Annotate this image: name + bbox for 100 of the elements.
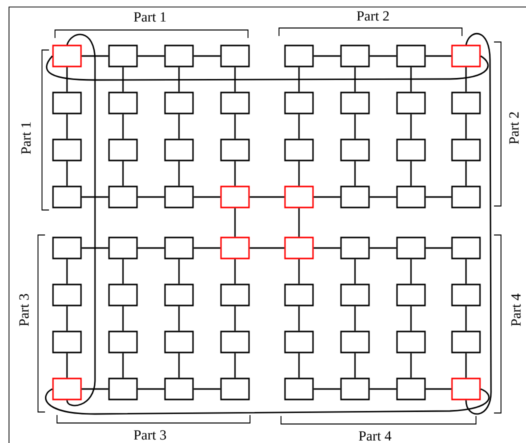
connector (410, 67, 412, 92)
connector (370, 247, 396, 249)
square-node (284, 236, 314, 260)
square-node (284, 44, 314, 68)
connector (234, 353, 236, 378)
square-node (52, 236, 82, 260)
connector (178, 306, 180, 331)
connector (354, 353, 356, 378)
square-node (220, 92, 250, 114)
square-node (284, 284, 314, 306)
connector (298, 67, 300, 92)
connector (465, 67, 467, 92)
square-node (52, 284, 82, 306)
square-node (220, 186, 250, 208)
square-node (396, 236, 426, 260)
connector (426, 55, 452, 57)
connector (82, 388, 108, 390)
square-node (340, 138, 370, 162)
connector (178, 259, 180, 284)
square-node (451, 92, 481, 114)
square-node (396, 284, 426, 306)
connector (194, 247, 220, 249)
square-node (52, 44, 82, 68)
connector (465, 114, 467, 139)
part-label: Part 2 (509, 112, 519, 144)
square-node (108, 186, 138, 208)
square-node (220, 378, 250, 400)
connector (465, 259, 467, 284)
connector (354, 306, 356, 331)
square-node (164, 138, 194, 162)
connector (234, 208, 236, 237)
connector (298, 306, 300, 331)
connector (194, 55, 220, 57)
connector (426, 196, 452, 198)
connector (298, 259, 300, 284)
square-node (220, 138, 250, 162)
connector (426, 247, 452, 249)
connector (354, 67, 356, 92)
square-node (164, 378, 194, 400)
connector (66, 161, 68, 186)
square-node (52, 378, 82, 400)
square-node (108, 330, 138, 354)
square-node (284, 378, 314, 400)
connector (354, 259, 356, 284)
square-node (220, 330, 250, 354)
connector (122, 67, 124, 92)
connector (354, 161, 356, 186)
square-node (451, 186, 481, 208)
square-node (340, 186, 370, 208)
square-node (52, 186, 82, 208)
square-node (164, 92, 194, 114)
square-node (108, 44, 138, 68)
connector (194, 196, 220, 198)
square-node (164, 284, 194, 306)
square-node (284, 186, 314, 208)
square-node (396, 186, 426, 208)
square-node (52, 330, 82, 354)
square-node (284, 92, 314, 114)
square-node (396, 378, 426, 400)
square-node (340, 44, 370, 68)
square-node (396, 138, 426, 162)
square-node (164, 330, 194, 354)
connector (138, 196, 164, 198)
connector (314, 55, 340, 57)
connector (178, 67, 180, 92)
connector (298, 208, 300, 237)
connector (234, 259, 236, 284)
connector (250, 247, 284, 249)
square-node (451, 138, 481, 162)
connector (66, 306, 68, 331)
connector (410, 259, 412, 284)
square-node (340, 378, 370, 400)
square-node (451, 378, 481, 400)
square-node (108, 92, 138, 114)
connector (138, 55, 164, 57)
connector (66, 67, 68, 92)
connector (66, 259, 68, 284)
connector (370, 388, 396, 390)
square-node (340, 330, 370, 354)
connector (314, 247, 340, 249)
connector (298, 114, 300, 139)
square-node (396, 44, 426, 68)
connector (46, 55, 488, 81)
connector (138, 388, 164, 390)
connector (66, 114, 68, 139)
connector (178, 161, 180, 186)
square-node (284, 138, 314, 162)
connector (138, 247, 164, 249)
square-node (220, 44, 250, 68)
square-node (52, 138, 82, 162)
square-node (108, 378, 138, 400)
square-node (164, 186, 194, 208)
connector (370, 55, 396, 57)
part-label: Part 2 (356, 11, 389, 21)
part-label: Part 1 (134, 12, 166, 22)
connector (250, 196, 284, 198)
connector (122, 114, 124, 139)
connector (314, 196, 340, 198)
connector (410, 353, 412, 378)
connector (465, 161, 467, 186)
